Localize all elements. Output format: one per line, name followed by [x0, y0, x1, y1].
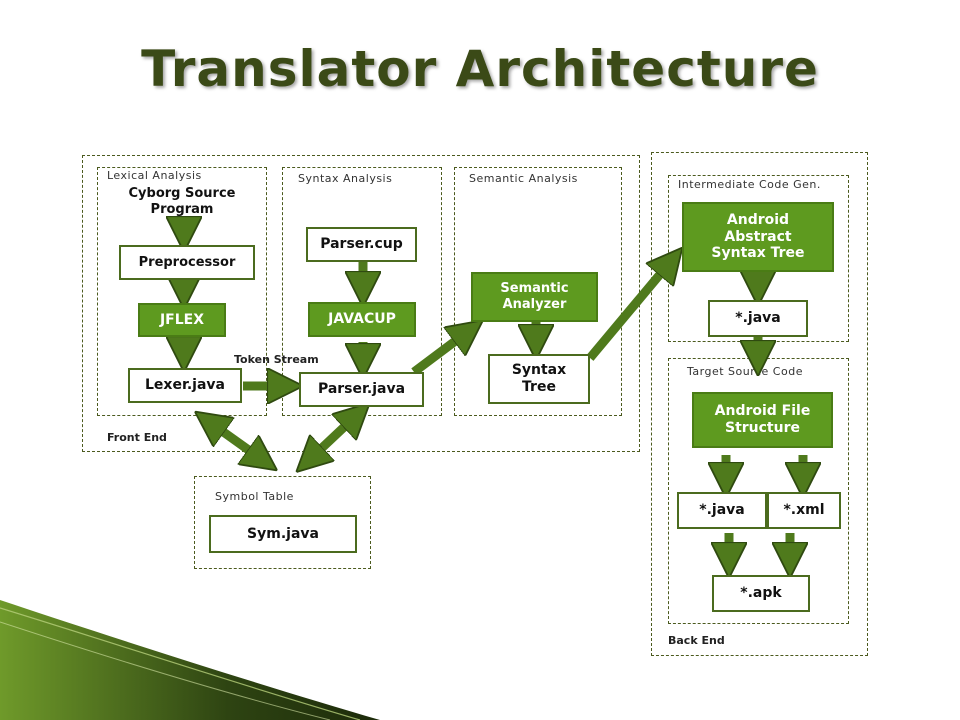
- android-ast-line1: Android: [726, 211, 790, 228]
- back-end-label: Back End: [668, 634, 725, 647]
- out-java-box: *.java: [677, 492, 767, 529]
- semantic-analyzer-line2: Analyzer: [502, 297, 567, 312]
- slide-title: Translator Architecture: [141, 40, 819, 98]
- parser-java-box: Parser.java: [299, 372, 424, 407]
- android-ast-line2: Abstract: [724, 228, 792, 245]
- semantic-analyzer-line1: Semantic: [500, 281, 569, 297]
- android-ast-line3: Syntax Tree: [711, 245, 805, 262]
- cyborg-source-line1: Cyborg Source: [128, 186, 236, 201]
- android-ast-box: Android Abstract Syntax Tree: [682, 202, 834, 272]
- out-xml-box: *.xml: [767, 492, 841, 529]
- back-end-region: [651, 152, 868, 656]
- arrow-lexer-symtable: [208, 421, 264, 461]
- syntax-tree-line2: Tree: [522, 379, 556, 395]
- token-stream-label: Token Stream: [234, 353, 319, 366]
- semantic-analyzer-box: Semantic Analyzer: [471, 272, 598, 322]
- jflex-box: JFLEX: [138, 303, 226, 337]
- cyborg-source-line2: Program: [150, 202, 214, 218]
- corner-swoosh-decoration: [0, 600, 380, 720]
- apk-box: *.apk: [712, 575, 810, 612]
- arrow-syntaxtree-to-android-ast: [586, 260, 672, 361]
- android-file-line2: Structure: [724, 420, 800, 436]
- sym-java-box: Sym.java: [209, 515, 357, 553]
- syntax-tree-box: Syntax Tree: [488, 354, 590, 404]
- lexical-analysis-label: Lexical Analysis: [107, 169, 202, 182]
- arrow-parser-symtable: [308, 414, 358, 461]
- cyborg-source-program: Cyborg Source Program: [108, 186, 256, 219]
- javacup-box: JAVACUP: [308, 302, 416, 337]
- lexical-analysis-region: [97, 167, 267, 416]
- syntax-analysis-label: Syntax Analysis: [298, 172, 393, 185]
- parser-cup-box: Parser.cup: [306, 227, 417, 262]
- semantic-analysis-label: Semantic Analysis: [469, 172, 578, 185]
- semantic-analysis-region: [454, 167, 622, 416]
- symbol-table-label: Symbol Table: [215, 490, 294, 503]
- lexer-java-box: Lexer.java: [128, 368, 242, 403]
- symbol-table-region: [194, 476, 371, 569]
- android-file-structure-box: Android File Structure: [692, 392, 833, 448]
- front-end-label: Front End: [107, 431, 167, 444]
- arrow-parser-to-analyzer: [411, 330, 470, 376]
- syntax-tree-line1: Syntax: [511, 362, 567, 379]
- intermediate-code-label: Intermediate Code Gen.: [678, 178, 821, 191]
- preprocessor-box: Preprocessor: [119, 245, 255, 280]
- android-file-line1: Android File: [714, 403, 811, 420]
- ir-java-box: *.java: [708, 300, 808, 337]
